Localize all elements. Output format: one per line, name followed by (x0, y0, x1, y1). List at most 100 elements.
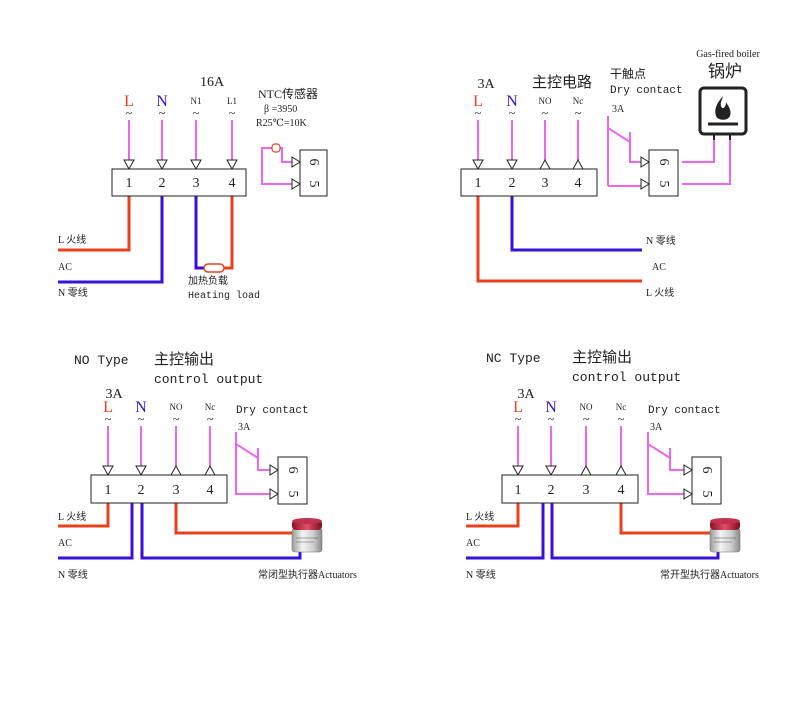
terminal-arrows (512, 464, 693, 500)
input-leads (517, 426, 684, 495)
neutral-label: N 零线 (466, 568, 496, 581)
terminal-1: 1 (105, 483, 112, 498)
neutral-wire (510, 196, 642, 252)
terminal-arrows (472, 156, 650, 190)
label-NC: Nc (573, 96, 584, 106)
main-circuit-label: 主控电路 (532, 74, 592, 91)
svg-text:~: ~ (548, 412, 555, 426)
current-rating: 3A (477, 77, 495, 92)
label-L: L (124, 93, 134, 110)
terminal-4: 4 (207, 483, 214, 498)
main-output-cn: 主控输出 (572, 349, 632, 366)
dry-contact-current: 3A (650, 422, 663, 433)
live-label: L 火线 (466, 510, 494, 523)
actuator-neutral-wire (140, 503, 302, 560)
terminal-2: 2 (509, 176, 516, 191)
wave-marks: ~ ~ ~ ~ (126, 106, 236, 120)
input-leads (107, 426, 270, 495)
wave-marks: ~ ~ ~ ~ (515, 412, 625, 426)
live-label: L 火线 (58, 233, 86, 246)
label-N: N (156, 93, 168, 110)
svg-text:~: ~ (542, 106, 549, 120)
terminal-4: 4 (618, 483, 625, 498)
terminal-6: 6 (285, 467, 300, 474)
dry-contact-en: Dry contact (610, 85, 683, 97)
live-wire (476, 196, 642, 283)
label-NC: Nc (205, 402, 216, 412)
dry-contact-current: 3A (612, 104, 625, 115)
terminal-2: 2 (159, 176, 166, 191)
terminal-1: 1 (515, 483, 522, 498)
actuator-icon (291, 518, 323, 553)
input-leads (477, 116, 731, 187)
svg-text:~: ~ (193, 106, 200, 120)
label-N: N (545, 399, 557, 416)
terminal-6: 6 (699, 467, 714, 474)
ac-label: AC (652, 262, 666, 273)
terminal-3: 3 (583, 483, 590, 498)
terminal-4: 4 (575, 176, 582, 191)
label-NO: NO (539, 96, 552, 106)
svg-text:~: ~ (509, 106, 516, 120)
diagram-boiler: 1 2 3 4 6 5 3A 主控电路 干触点 Dry contact 3A G… (460, 49, 760, 299)
neutral-wire (58, 503, 134, 560)
load-label-en: Heating load (188, 290, 260, 302)
dry-contact-current: 3A (238, 422, 251, 433)
svg-text:~: ~ (159, 106, 166, 120)
label-N: N (506, 93, 518, 110)
neutral-label: N 零线 (646, 234, 676, 247)
terminal-3: 3 (193, 176, 200, 191)
load-label-cn: 加热负载 (188, 274, 228, 287)
terminal-1: 1 (475, 176, 482, 191)
label-L: L (103, 399, 113, 416)
main-output-cn: 主控输出 (154, 351, 214, 368)
actuator-icon (709, 518, 741, 553)
terminal-1: 1 (126, 176, 133, 191)
dry-contact-cn: 干触点 (610, 67, 646, 81)
label-N1: N1 (191, 96, 202, 106)
label-L: L (513, 399, 523, 416)
diagram-nc-type: 1 2 3 4 6 5 NC Type 主控输出 control output … (466, 349, 759, 581)
actuator-control-wire (174, 503, 292, 535)
wires (58, 503, 302, 560)
label-NO: NO (170, 402, 183, 412)
type-label: NO Type (74, 353, 129, 368)
terminal-5: 5 (699, 491, 714, 498)
sensor-terminal-block (299, 149, 328, 197)
actuator-label: 常开型执行器Actuators (660, 568, 759, 581)
label-N: N (135, 399, 147, 416)
terminal-3: 3 (542, 176, 549, 191)
wires (58, 196, 234, 284)
live-wire (58, 503, 110, 528)
terminal-block (111, 168, 247, 197)
ac-label: AC (58, 262, 72, 273)
ntc-beta: β =3950 (264, 104, 297, 115)
wires (466, 503, 720, 560)
dry-contact-en: Dry contact (648, 405, 721, 417)
ntc-title: NTC传感器 (258, 86, 318, 101)
wires (476, 196, 642, 283)
svg-text:~: ~ (126, 106, 133, 120)
label-NO: NO (580, 402, 593, 412)
dry-contact-terminal-block (648, 149, 679, 197)
actuator-neutral-wire (550, 503, 720, 560)
type-label: NC Type (486, 351, 541, 366)
main-output-en: control output (154, 372, 263, 387)
ac-label: AC (466, 538, 480, 549)
boiler-label-en: Gas-fired boiler (696, 49, 760, 60)
svg-text:~: ~ (173, 412, 180, 426)
heating-load-symbol (203, 263, 225, 273)
svg-text:~: ~ (105, 412, 112, 426)
dry-contact-terminal-block (691, 456, 722, 505)
terminal-block (90, 474, 228, 504)
svg-text:~: ~ (618, 412, 625, 426)
current-rating: 3A (517, 387, 535, 402)
terminal-block (501, 474, 639, 504)
dry-contact-en: Dry contact (236, 405, 309, 417)
svg-text:~: ~ (475, 106, 482, 120)
dry-contact-terminal-block (277, 456, 308, 505)
live-wire (58, 196, 131, 252)
neutral-label: N 零线 (58, 286, 88, 299)
terminal-5: 5 (306, 181, 321, 188)
neutral-wire (58, 196, 164, 284)
